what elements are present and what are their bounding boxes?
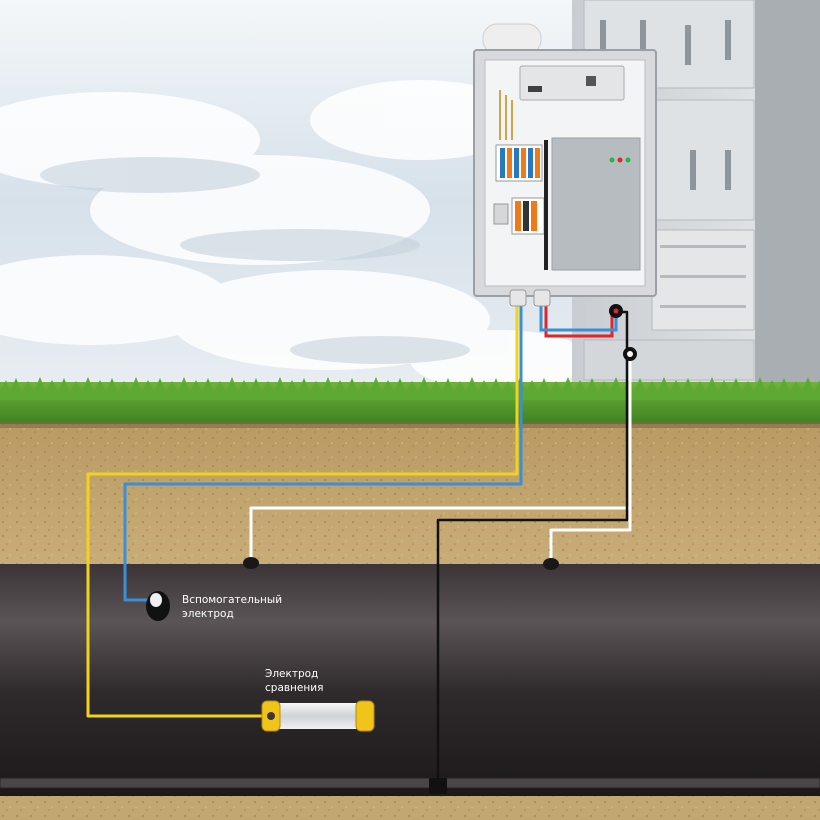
auxiliary-electrode [146,591,170,621]
cable-glands [509,289,551,307]
pipe-contacts [243,557,559,570]
auxiliary-electrode-label-line2: электрод [182,608,234,620]
black-wire [436,310,629,782]
auxiliary-electrode-label-line1: Вспомогательный [182,594,283,606]
reference-electrode-label-line1: Электрод [265,668,319,680]
duct-connector [429,778,447,794]
yellow-wire [86,298,519,718]
controller-module [519,65,625,101]
cloud-shadows [40,157,470,364]
red-wire [544,302,614,338]
control-cabinet [473,23,657,307]
auxiliary-electrode-label: Вспомогательный электрод [182,593,282,621]
reference-electrode [261,700,375,732]
blue-wire-short [539,302,618,332]
white-wire-2 [549,506,632,564]
pipeline [0,564,820,796]
grass-blades [0,377,820,400]
converter-unit [551,137,641,271]
white-wire-1 [249,354,632,562]
terminal-block-2 [493,197,545,235]
terminal-block-1 [495,144,543,182]
wiring [86,298,632,782]
ground-terminal [623,347,637,361]
cable-duct [0,777,820,789]
reference-electrode-label: Электрод сравнения [265,667,323,695]
blue-wire [123,298,523,602]
reference-electrode-label-line2: сравнения [265,682,324,694]
